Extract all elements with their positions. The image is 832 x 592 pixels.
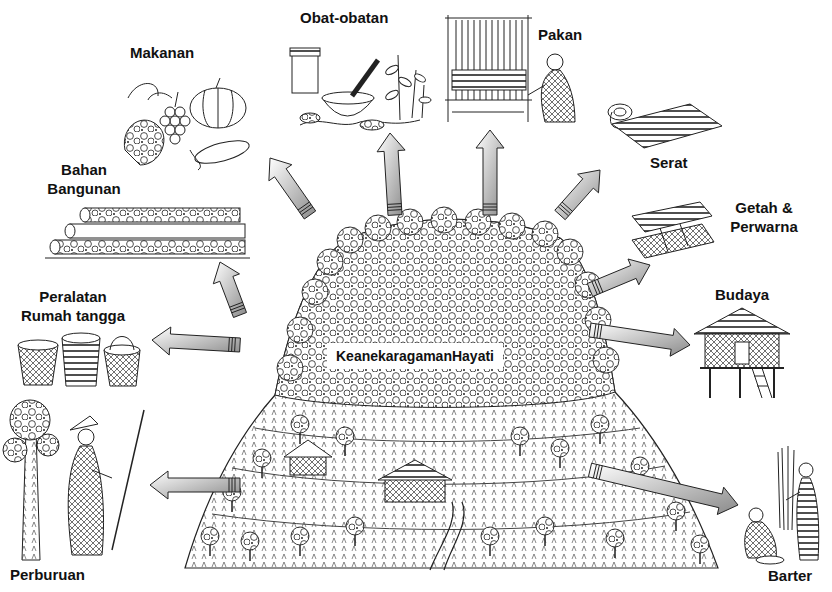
fabric-illustration <box>608 104 722 148</box>
block-arrow <box>555 170 600 220</box>
use-label: Budaya <box>715 285 769 304</box>
dye-illustration <box>632 202 714 258</box>
block-arrow <box>476 130 504 215</box>
arrow-body <box>269 158 316 219</box>
arrow-stripe <box>388 206 402 208</box>
arrow-stripe <box>388 209 402 211</box>
arrow-stripe <box>387 203 401 205</box>
hill <box>185 207 718 570</box>
arrow-stripe <box>301 207 313 215</box>
arrow-stripe <box>594 324 596 338</box>
food-illustration <box>124 78 251 170</box>
arrow-body <box>587 259 650 297</box>
use-node: Bahan Bangunan <box>35 160 235 262</box>
block-arrow <box>150 471 240 499</box>
arrow-stripe <box>593 464 596 478</box>
barter-illustration <box>745 446 819 564</box>
arrow-body <box>588 463 738 514</box>
use-label: Pakan <box>538 25 582 44</box>
arrow-body <box>476 130 504 215</box>
arrow-stripe <box>598 279 603 292</box>
arrow-stripe <box>562 202 572 211</box>
use-node: Peralatan Rumah tangga <box>5 285 152 390</box>
use-node: Makanan <box>110 38 275 158</box>
arrow-stripe <box>231 338 233 352</box>
use-label: Makanan <box>130 43 194 62</box>
use-label: Perburuan <box>10 565 85 584</box>
arrow-stripe <box>234 338 236 352</box>
arrow-stripe <box>483 204 497 205</box>
arrow-body <box>213 262 246 318</box>
arrow-stripe <box>597 324 599 338</box>
arrow-stripe <box>600 325 602 339</box>
use-node: Budaya <box>690 280 802 400</box>
arrow-stripe <box>483 210 497 211</box>
use-node: Barter <box>738 440 828 588</box>
arrow-stripe <box>599 466 602 480</box>
arrow-body <box>555 170 600 220</box>
arrow-stripe <box>596 465 599 479</box>
arrow-stripe <box>228 337 230 351</box>
block-arrow <box>213 262 246 318</box>
hub-title: KeanekaragamanHayati <box>327 343 503 369</box>
arrow-stripe <box>229 478 230 492</box>
hub-node: KeanekaragamanHayati <box>240 215 590 560</box>
use-label: Obat-obatan <box>300 8 388 27</box>
arrow-body <box>150 471 240 499</box>
arrow-body <box>377 133 405 215</box>
arrow-stripe <box>560 204 570 213</box>
use-label: Peralatan Rumah tangga <box>17 287 129 325</box>
basket-illustration <box>18 333 140 386</box>
block-arrow <box>587 259 650 297</box>
block-arrow <box>377 133 405 215</box>
block-arrow <box>152 327 240 355</box>
use-label: Serat <box>650 153 688 172</box>
arrow-stripe <box>300 204 311 212</box>
arrow-stripe <box>298 202 309 210</box>
arrow-stripe <box>483 207 497 208</box>
block-arrow <box>269 158 316 219</box>
use-node: Getah & Perwarna <box>625 190 825 265</box>
block-arrow <box>589 323 690 356</box>
block-arrow <box>588 463 738 514</box>
use-node: Obat-obatan <box>282 5 430 133</box>
arrow-body <box>152 327 240 355</box>
use-node: Serat <box>600 95 725 180</box>
arrow-body <box>589 323 690 356</box>
arrow-stripe <box>235 478 236 492</box>
use-label: Bahan Bangunan <box>38 160 130 198</box>
arrow-stripe <box>230 302 243 307</box>
hunter-illustration <box>3 400 144 560</box>
use-label: Getah & Perwarna <box>720 198 808 236</box>
medicine-illustration <box>290 48 431 130</box>
use-label: Barter <box>768 566 812 585</box>
use-node: Perburuan <box>5 395 150 587</box>
logs-illustration <box>45 208 250 258</box>
use-node: Pakan <box>438 5 598 130</box>
house-illustration <box>694 308 790 398</box>
arrow-stripe <box>232 478 233 492</box>
